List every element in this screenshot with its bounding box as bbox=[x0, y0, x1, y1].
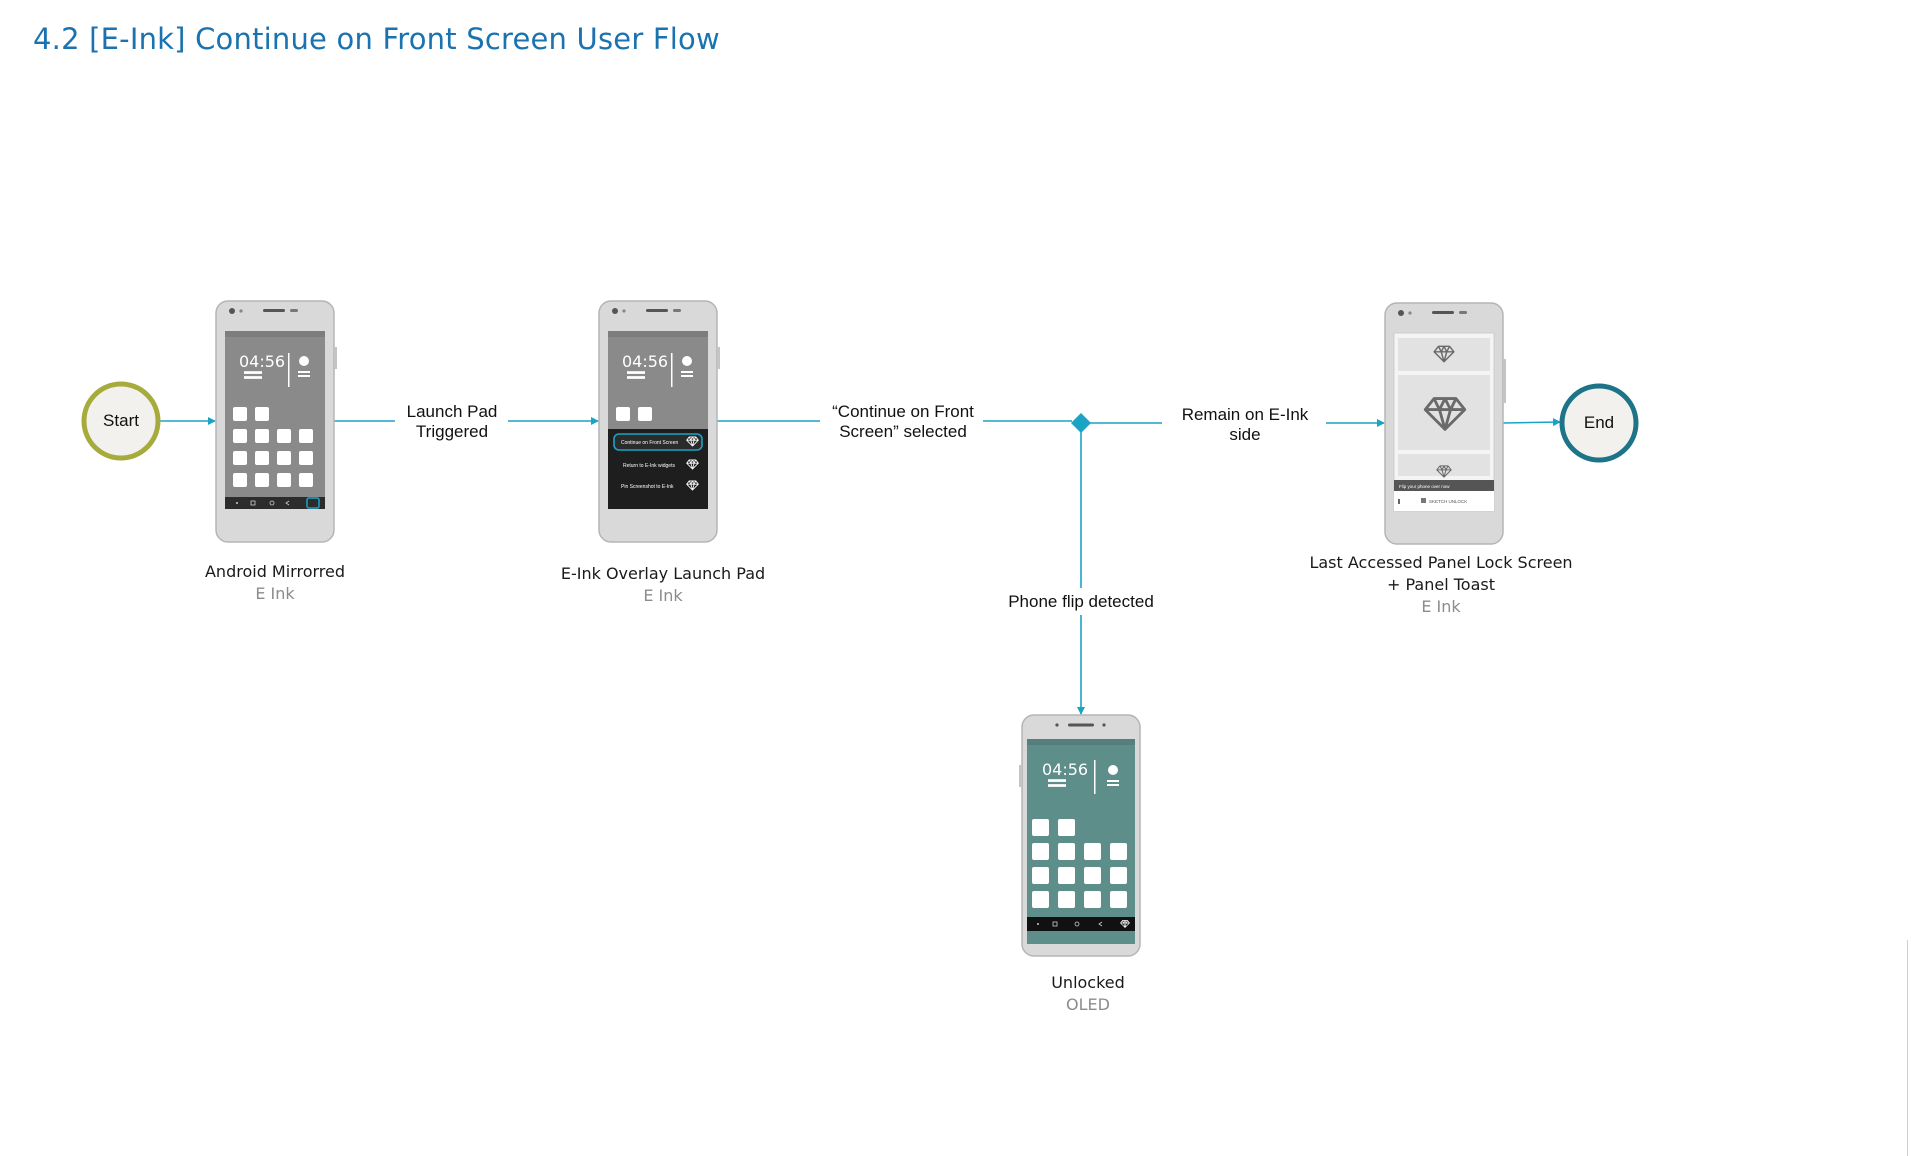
edge-lastaccessed-to-end bbox=[1502, 418, 1561, 427]
clock-text: 04:56 bbox=[622, 352, 668, 371]
menu-item-continue bbox=[613, 433, 703, 451]
edge-label-continue-selected: “Continue on Front Screen” selected bbox=[828, 402, 978, 442]
menu-item-return-label: Return to E-Ink widgets bbox=[623, 463, 675, 469]
start-node bbox=[81, 381, 161, 461]
end-node-label: End bbox=[1583, 413, 1615, 432]
caption-subtitle: E Ink bbox=[255, 584, 295, 603]
toast-action: SKETCH UNLOCK bbox=[1429, 499, 1467, 504]
page-edge-divider bbox=[1907, 940, 1908, 1156]
edge-label-launch-pad: Launch Pad Triggered bbox=[402, 402, 502, 442]
edge-label-line: Remain on E-Ink bbox=[1181, 405, 1309, 424]
caption-android-mirrored: Android Mirrorred E Ink bbox=[205, 561, 345, 605]
oled-screen bbox=[1027, 739, 1135, 944]
end-node bbox=[1559, 383, 1639, 463]
toast-text: Flip your phone over now bbox=[1399, 484, 1450, 489]
caption-subtitle: E Ink bbox=[643, 586, 683, 605]
edge-label-line: side bbox=[1229, 425, 1261, 444]
menu-item-pin-label: Pin Screenshot to E-Ink bbox=[621, 484, 674, 490]
edge-label-line: “Continue on Front bbox=[832, 402, 974, 421]
caption-title: E-Ink Overlay Launch Pad bbox=[560, 564, 766, 583]
clock-text: 04:56 bbox=[1042, 760, 1088, 779]
caption-title-line2: + Panel Toast bbox=[1386, 575, 1495, 594]
phone-last-accessed: Flip your phone over now SKETCH UNLOCK bbox=[1384, 302, 1506, 545]
page-title: 4.2 [E-Ink] Continue on Front Screen Use… bbox=[33, 22, 720, 56]
phone-overlay-launch-pad: 04:56 Continue on Front Screen Return to… bbox=[598, 300, 720, 543]
caption-last-accessed: Last Accessed Panel Lock Screen + Panel … bbox=[1309, 552, 1572, 618]
caption-unlocked: Unlocked OLED bbox=[1051, 972, 1125, 1016]
caption-title: Unlocked bbox=[1051, 973, 1125, 992]
clock-text: 04:56 bbox=[239, 352, 285, 371]
edge-label-phone-flip: Phone flip detected bbox=[1004, 592, 1158, 612]
caption-subtitle: E Ink bbox=[1421, 597, 1461, 616]
connectors bbox=[160, 417, 1561, 715]
edge-label-line: Triggered bbox=[415, 422, 489, 441]
caption-subtitle: OLED bbox=[1066, 995, 1110, 1014]
edge-label-remain-eink: Remain on E-Ink side bbox=[1177, 405, 1313, 445]
caption-title-line1: Last Accessed Panel Lock Screen bbox=[1309, 553, 1573, 572]
menu-item-continue-label: Continue on Front Screen bbox=[621, 440, 678, 446]
caption-overlay-launch-pad: E-Ink Overlay Launch Pad E Ink bbox=[561, 563, 765, 607]
edge-label-line: Launch Pad bbox=[406, 402, 498, 421]
panel-toast bbox=[1394, 480, 1494, 491]
caption-title: Android Mirrorred bbox=[204, 562, 346, 581]
start-node-label: Start bbox=[103, 411, 139, 430]
edge-label-line: Screen” selected bbox=[839, 422, 967, 441]
decision-diamond bbox=[1071, 413, 1091, 433]
phone-android-mirrored: 04:56 bbox=[215, 300, 337, 543]
phone-unlocked: 04:56 bbox=[1019, 714, 1141, 957]
